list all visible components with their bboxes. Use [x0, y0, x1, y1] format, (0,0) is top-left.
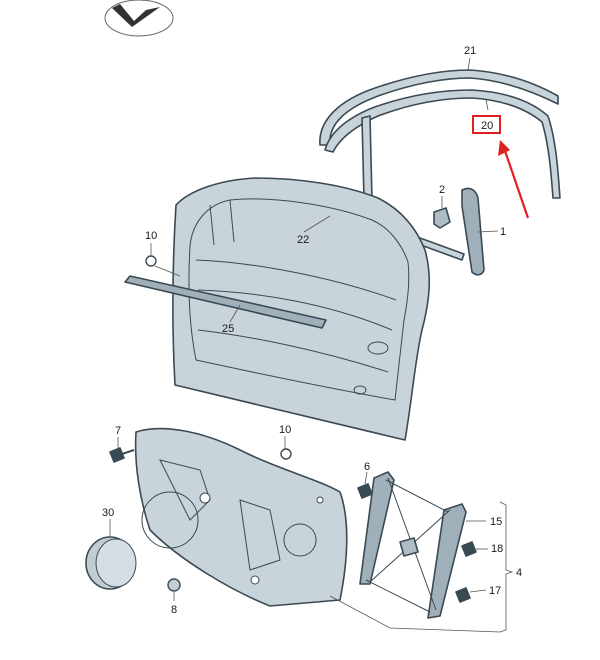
callout-1: 1	[500, 226, 506, 238]
callout-18: 18	[491, 543, 503, 555]
part-10-clip-upper	[145, 255, 157, 267]
callout-2: 2	[439, 184, 445, 196]
callout-21: 21	[464, 45, 476, 57]
part-25-belt-strip	[124, 275, 327, 329]
door-shell	[172, 177, 431, 441]
callout-8: 8	[171, 604, 177, 616]
red-pointer-arrow-icon	[498, 140, 530, 219]
part-21-outer-frame-seal	[319, 69, 559, 146]
checkmark-logo-icon	[104, 0, 174, 37]
part-2-bracket	[433, 207, 451, 229]
leader-lines	[109, 57, 514, 633]
part-30-speaker-seal	[85, 536, 137, 590]
callout-25: 25	[222, 323, 234, 335]
window-regulator	[359, 471, 467, 619]
callout-7: 7	[115, 425, 121, 437]
callout-6: 6	[364, 461, 370, 473]
callout-17: 17	[489, 585, 501, 597]
door-module-carrier	[134, 427, 348, 607]
part-6-bolt	[357, 483, 373, 499]
part-17-bolt	[455, 587, 471, 603]
part-10-clip-lower	[280, 448, 292, 460]
callout-10-upper: 10	[145, 230, 157, 242]
part-1-pillar-trim	[461, 187, 485, 276]
callout-10-lower: 10	[279, 424, 291, 436]
callout-15: 15	[490, 516, 502, 528]
part-8-plug	[167, 578, 181, 592]
part-18-bolt	[461, 541, 477, 557]
callout-22: 22	[297, 234, 309, 246]
highlight-box	[472, 115, 501, 134]
callout-4: 4	[516, 567, 522, 579]
callout-30: 30	[102, 507, 114, 519]
callout-20: 20	[481, 120, 493, 132]
part-7-bolt	[109, 447, 135, 463]
